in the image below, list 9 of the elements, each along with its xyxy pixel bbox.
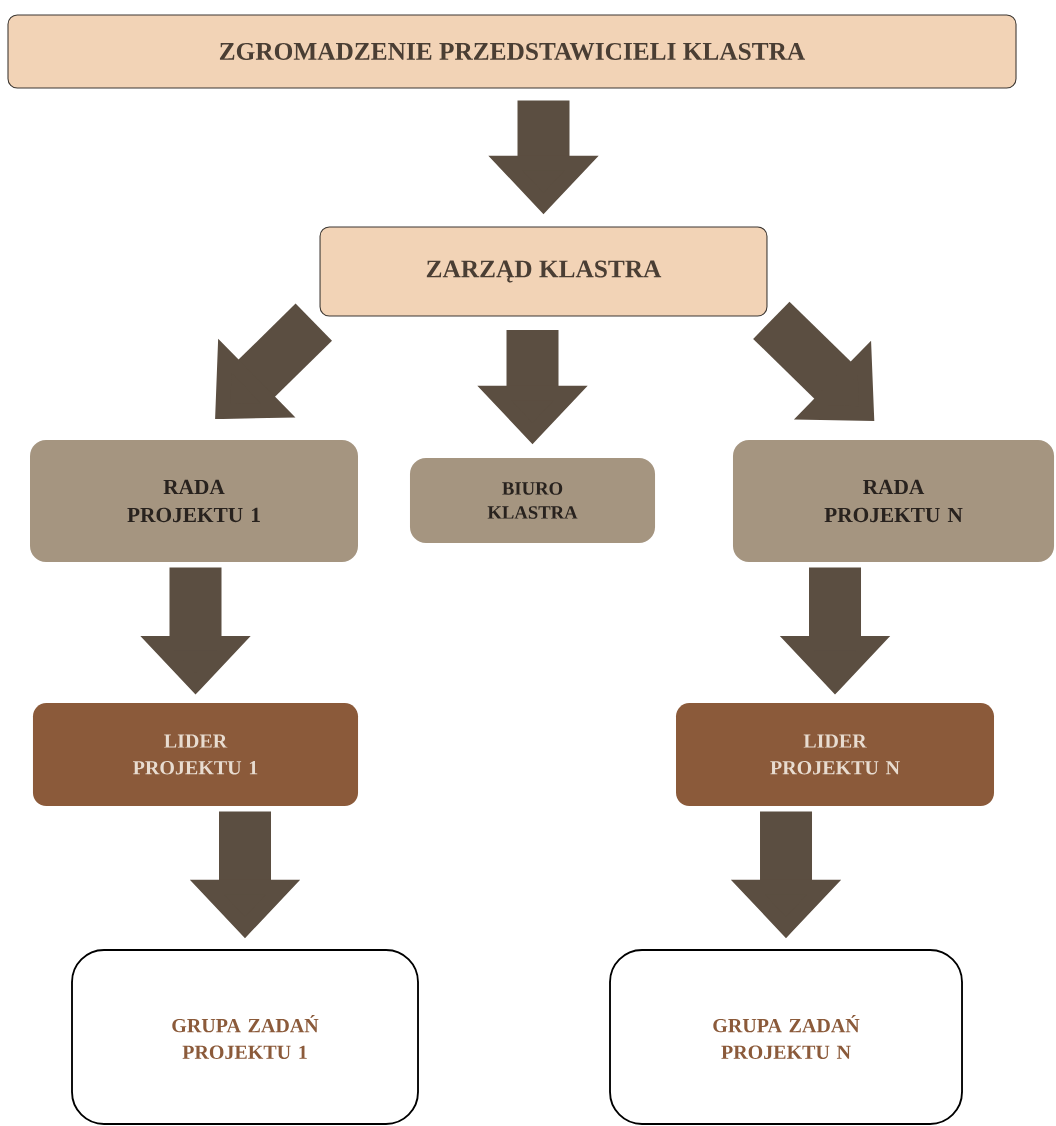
org-box: RADA PROJEKTU N — [733, 440, 1055, 562]
group-box: GRUPA ZADAŃ PROJEKTU 1 — [71, 949, 419, 1125]
header-box: ZARZĄD KLASTRA — [319, 226, 768, 317]
group-box: GRUPA ZADAŃ PROJEKTU N — [609, 949, 963, 1125]
org-box: RADA PROJEKTU 1 — [30, 440, 358, 562]
leader-box: LIDER PROJEKTU 1 — [32, 703, 359, 806]
header-box: ZGROMADZENIE PRZEDSTAWICIELI KLASTRA — [7, 14, 1017, 89]
leader-box: LIDER PROJEKTU N — [676, 703, 994, 806]
org-box: BIURO KLASTRA — [409, 457, 656, 544]
